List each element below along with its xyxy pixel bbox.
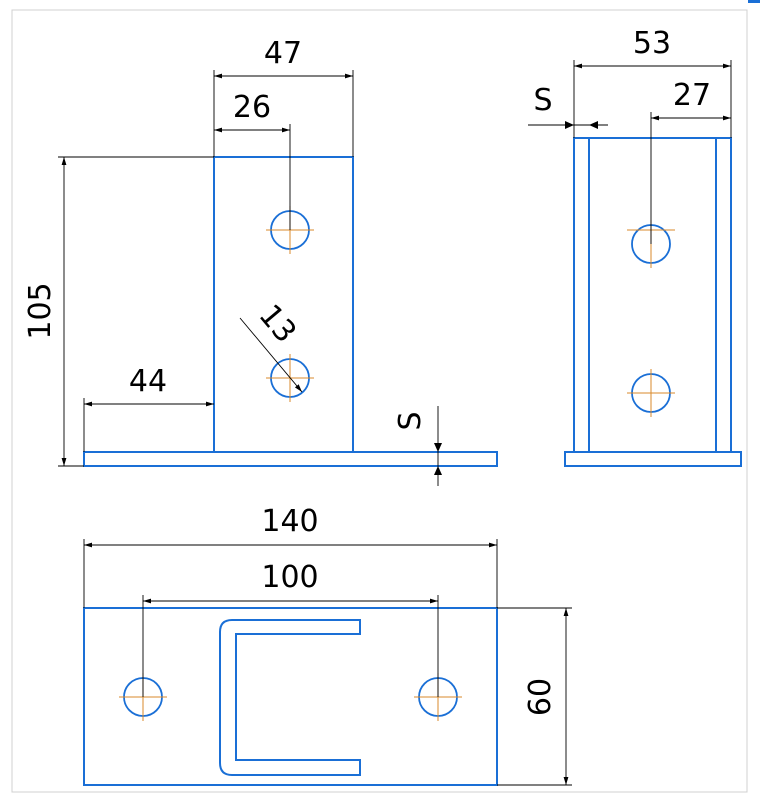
dim-13-leader xyxy=(239,317,303,393)
corner-mark xyxy=(748,0,760,3)
plan-channel-outline xyxy=(219,619,361,776)
dim-front-width: 47 xyxy=(264,36,302,71)
dim-front-thickness: S xyxy=(393,411,428,430)
drawing-frame xyxy=(11,9,748,793)
dim-s-front-arrow-bottom xyxy=(434,466,442,475)
side-view: 53 27 S xyxy=(528,26,742,467)
dim-side-thickness: S xyxy=(533,83,552,118)
front-base-plate xyxy=(83,451,498,467)
dim-front-left-flange: 44 xyxy=(129,364,167,399)
dim-plan-width: 60 xyxy=(523,678,558,716)
dim-plan-hole-spacing: 100 xyxy=(261,560,318,595)
dim-s-front-arrow-top xyxy=(434,443,442,452)
dim-front-hole-offset: 26 xyxy=(233,90,271,125)
dim-side-hole-offset: 27 xyxy=(673,78,711,113)
dim-plan-length: 140 xyxy=(261,504,318,539)
side-base-plate xyxy=(564,451,742,467)
dim-s-side-arrow-left xyxy=(565,121,574,129)
dim-front-hole-diameter: 13 xyxy=(252,298,303,350)
dim-s-side-arrow-right xyxy=(589,121,598,129)
side-channel-outer xyxy=(573,137,732,453)
plan-base-plate xyxy=(83,607,498,786)
dim-side-width: 53 xyxy=(633,26,671,61)
dim-front-height: 105 xyxy=(23,282,58,339)
front-view: 47 26 105 13 44 S xyxy=(23,36,498,486)
plan-view: 140 100 60 xyxy=(83,504,572,786)
